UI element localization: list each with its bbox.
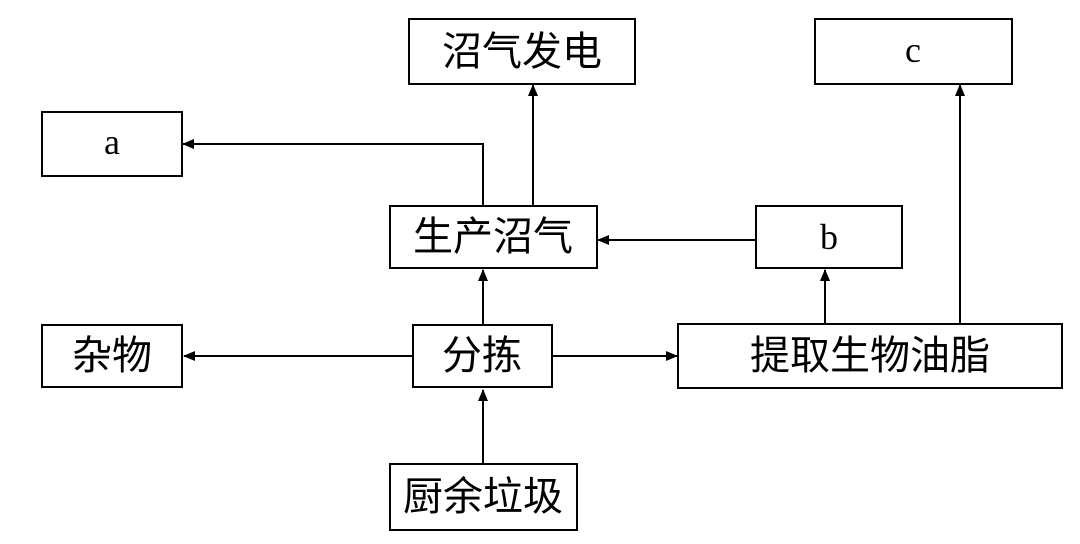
label-kitchen-waste: 厨余垃圾 (403, 474, 563, 520)
node-a: a (41, 111, 183, 177)
label-sorting: 分拣 (442, 333, 522, 379)
box-c (814, 18, 1013, 85)
node-produce-biogas: 生产沼气 (389, 205, 598, 269)
label-impurities: 杂物 (72, 333, 152, 379)
node-extract-oil: 提取生物油脂 (677, 323, 1063, 389)
label-c: c (905, 30, 921, 70)
label-a: a (104, 122, 120, 162)
box-sorting (412, 324, 553, 388)
node-b: b (755, 205, 903, 269)
node-sorting: 分拣 (412, 324, 553, 388)
label-extract-oil: 提取生物油脂 (750, 333, 990, 379)
label-biogas-power: 沼气发电 (442, 29, 602, 75)
node-c: c (814, 18, 1013, 85)
box-kitchen-waste (389, 463, 578, 531)
node-kitchen-waste: 厨余垃圾 (389, 463, 578, 531)
node-biogas-power: 沼气发电 (408, 18, 636, 85)
connectors (182, 84, 965, 463)
label-produce-biogas: 生产沼气 (413, 214, 573, 260)
box-b (755, 205, 903, 269)
box-produce-biogas (389, 205, 598, 269)
label-b: b (820, 217, 838, 257)
box-a (41, 111, 183, 177)
edge-produce-biogas-to-a (182, 139, 484, 205)
node-impurities: 杂物 (41, 324, 183, 388)
box-biogas-power (408, 18, 636, 85)
box-extract-oil (677, 323, 1063, 389)
box-impurities (41, 324, 183, 388)
